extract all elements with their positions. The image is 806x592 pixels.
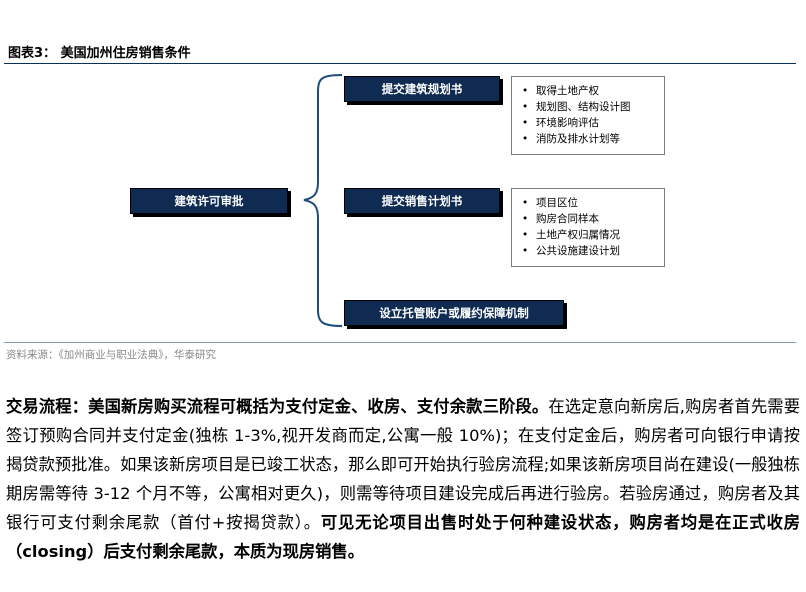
list-item: 环境影响评估 (522, 115, 656, 131)
list-item: 项目区位 (522, 195, 656, 211)
root-box-building-permit: 建筑许可审批 (130, 188, 288, 214)
list-item: 规划图、结构设计图 (522, 99, 656, 115)
figure-source: 资料来源：《加州商业与职业法典》，华泰研究 (6, 349, 216, 361)
conclusion-sentence: 可见无论项目出售时处于何种建设状态，购房者均是在正式收房（closing）后支付… (6, 513, 800, 561)
bottom-rule (4, 342, 796, 343)
list-sales-plan: 项目区位 购房合同样本 土地产权归属情况 公共设施建设计划 (511, 188, 665, 267)
branch-box-escrow: 设立托管账户或履约保障机制 (344, 300, 564, 326)
list-item: 土地产权归属情况 (522, 227, 656, 243)
brace-connector (303, 74, 343, 327)
list-item: 购房合同样本 (522, 211, 656, 227)
list-building-plan: 取得土地产权 规划图、结构设计图 环境影响评估 消防及排水计划等 (511, 76, 665, 155)
figure-title: 图表3： 美国加州住房销售条件 (8, 46, 191, 61)
branch-label-building-plan: 提交建筑规划书 (381, 82, 463, 96)
branch-box-sales-plan: 提交销售计划书 (344, 188, 500, 214)
branch-box-building-plan: 提交建筑规划书 (344, 76, 500, 102)
body-paragraph: 交易流程：美国新房购买流程可概括为支付定金、收房、支付余款三阶段。在选定意向新房… (6, 392, 800, 566)
branch-label-escrow: 设立托管账户或履约保障机制 (379, 306, 529, 320)
body-text: 在选定意向新房后,购房者首先需要签订预购合同并支付定金(独栋 1-3%,视开发商… (6, 397, 800, 532)
top-rule (4, 63, 796, 64)
list-item: 取得土地产权 (522, 83, 656, 99)
branch-label-sales-plan: 提交销售计划书 (381, 194, 463, 208)
list-item: 消防及排水计划等 (522, 131, 656, 147)
lead-sentence: 交易流程：美国新房购买流程可概括为支付定金、收房、支付余款三阶段。 (6, 397, 549, 416)
root-label: 建筑许可审批 (174, 194, 244, 208)
list-item: 公共设施建设计划 (522, 243, 656, 259)
